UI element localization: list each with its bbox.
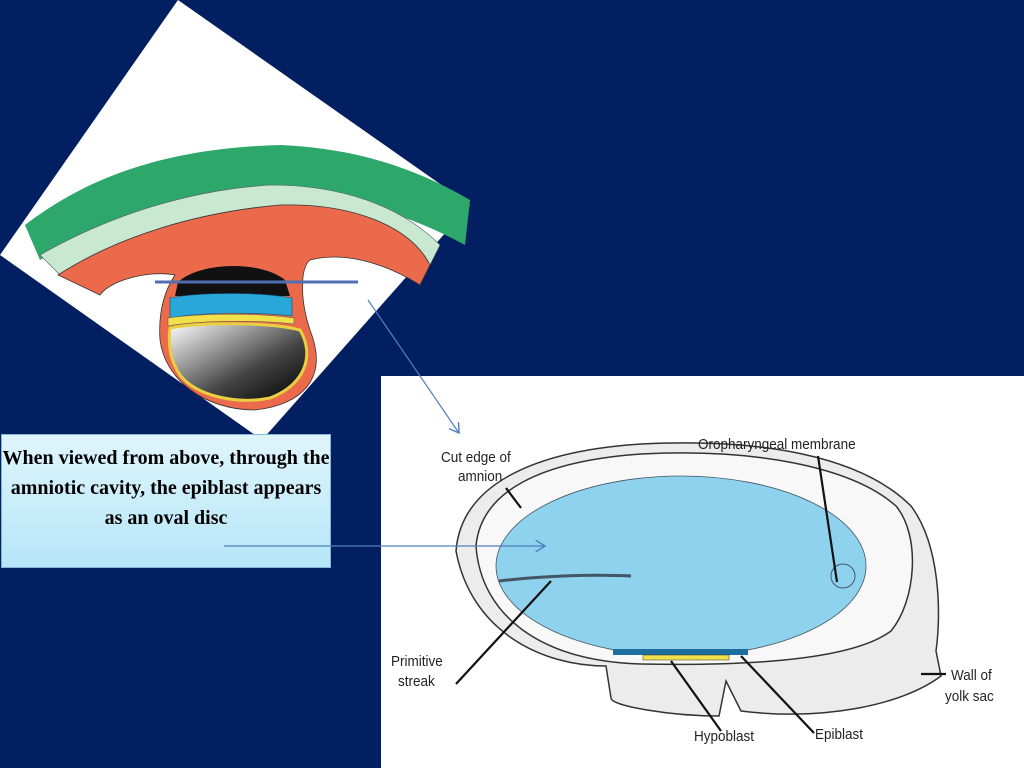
label-hypoblast: Hypoblast [694, 728, 755, 745]
label-primitive-streak-1: Primitive [391, 653, 443, 670]
label-oropharyngeal-membrane: Oropharyngeal membrane [698, 436, 856, 453]
label-wall-yolk-sac-2: yolk sac [945, 688, 994, 705]
label-cut-edge-amnion-2: amnion [458, 468, 503, 485]
cross-section-diagram [0, 0, 470, 440]
callout-text: When viewed from above, through the amni… [2, 447, 330, 529]
top-view-diagram [455, 442, 946, 734]
label-epiblast: Epiblast [815, 726, 864, 743]
callout-box: When viewed from above, through the amni… [1, 434, 331, 568]
label-primitive-streak-2: streak [398, 673, 435, 690]
label-wall-yolk-sac-1: Wall of [951, 667, 992, 684]
label-cut-edge-amnion-1: Cut edge of [441, 449, 511, 466]
